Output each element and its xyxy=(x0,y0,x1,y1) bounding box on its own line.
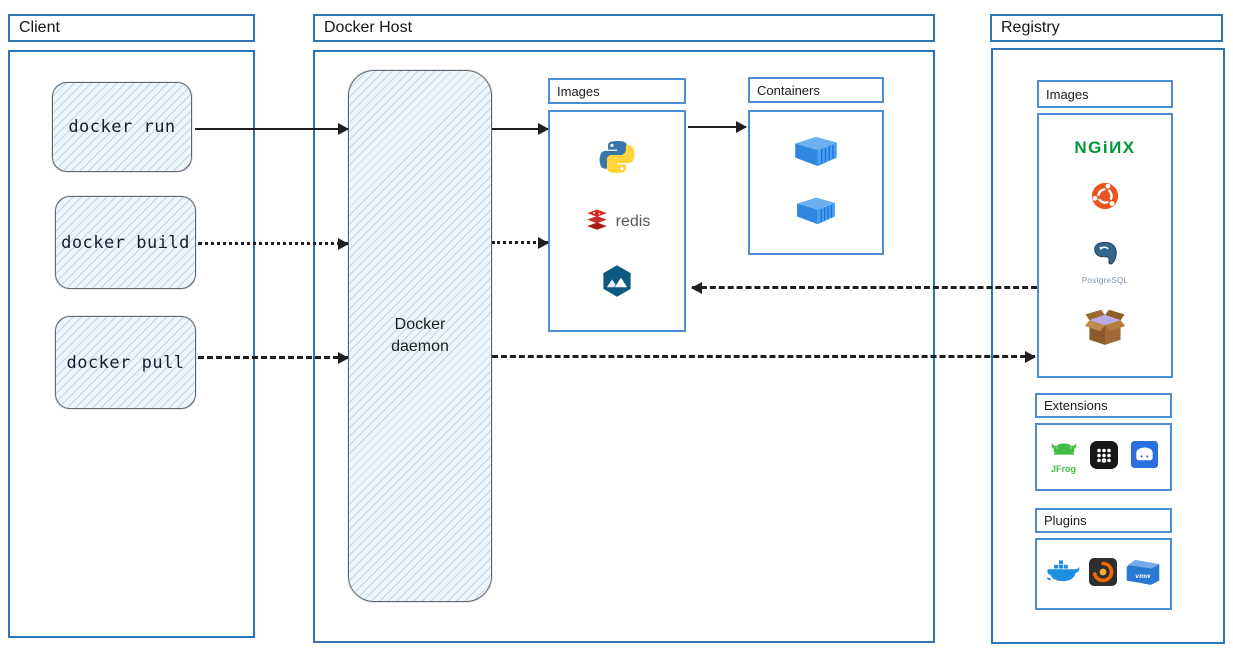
docker-pull-box: docker pull xyxy=(55,316,196,409)
extensions-title: Extensions xyxy=(1044,398,1108,413)
vmware-label: vmw xyxy=(1136,573,1152,580)
docker-pull-label: docker pull xyxy=(66,352,185,373)
registry-title: Registry xyxy=(1001,19,1060,36)
containers-box xyxy=(748,110,884,255)
docker-run-label: docker run xyxy=(68,117,176,137)
postgresql-elephant-icon xyxy=(1089,240,1121,275)
postgresql-logo: PostgreSQL xyxy=(1082,240,1129,285)
grafana-icon xyxy=(1088,557,1117,591)
alpine-logo-icon xyxy=(599,263,635,304)
host-images-box: redis xyxy=(548,110,686,332)
redis-logo: redis xyxy=(584,207,651,238)
vmware-icon: vmw xyxy=(1125,558,1161,591)
registry-images-title: Images xyxy=(1046,86,1089,102)
docker-build-label: docker build xyxy=(61,232,190,253)
registry-images-title-box: Images xyxy=(1037,80,1173,108)
extensions-title-box: Extensions xyxy=(1035,393,1172,418)
docker-whale-icon xyxy=(1046,559,1080,589)
container-3d-icon xyxy=(792,134,840,173)
postgresql-label: PostgreSQL xyxy=(1081,275,1129,285)
containers-title-box: Containers xyxy=(748,77,884,103)
ubuntu-logo-icon xyxy=(1090,181,1120,216)
docker-build-box: docker build xyxy=(55,196,196,289)
client-section xyxy=(8,50,255,638)
jfrog-label: JFrog xyxy=(1050,464,1076,474)
container-3d-icon xyxy=(794,195,838,231)
drive-app-icon xyxy=(1130,441,1158,473)
plugins-title-box: Plugins xyxy=(1035,508,1172,533)
package-box-icon xyxy=(1079,308,1131,353)
python-logo-icon xyxy=(598,138,636,181)
redis-label: redis xyxy=(615,213,651,230)
extensions-box: JFrog xyxy=(1035,423,1172,491)
plugins-title: Plugins xyxy=(1044,513,1087,528)
registry-title-box: Registry xyxy=(990,14,1223,42)
registry-images-box: NGiИX xyxy=(1037,113,1173,378)
docker-run-box: docker run xyxy=(52,82,192,172)
docker-host-title-box: Docker Host xyxy=(313,14,935,42)
containers-title: Containers xyxy=(757,82,820,98)
jfrog-logo: JFrog xyxy=(1050,440,1078,474)
plugins-box: vmw xyxy=(1035,538,1172,610)
redis-icon xyxy=(584,207,610,238)
docker-host-section xyxy=(313,50,935,643)
client-title: Client xyxy=(19,19,60,36)
nginx-wordmark: NGiИX xyxy=(1074,138,1136,158)
registry-section xyxy=(991,48,1225,644)
docker-host-title: Docker Host xyxy=(324,19,413,36)
host-images-title-box: Images xyxy=(548,78,686,104)
client-title-box: Client xyxy=(8,14,255,42)
docker-daemon-box: Docker daemon xyxy=(348,70,492,602)
host-images-title: Images xyxy=(557,83,600,99)
grid-app-icon xyxy=(1090,440,1118,474)
docker-daemon-label: Docker daemon xyxy=(391,316,449,355)
jfrog-frog-icon xyxy=(1050,440,1078,465)
